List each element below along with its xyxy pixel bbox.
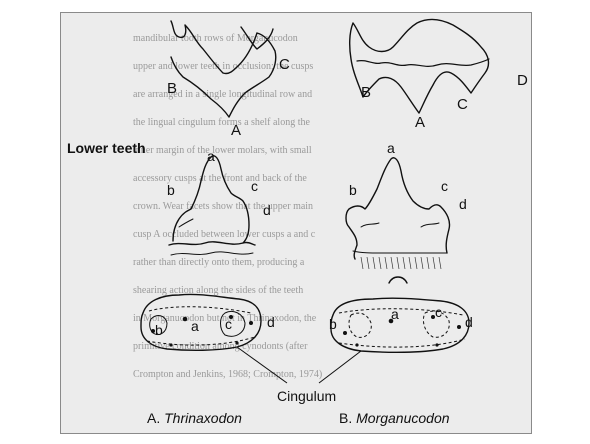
cusp-label-lower-b-thrinaxodon: b bbox=[167, 182, 175, 198]
background-text-line: the lingual cingulum forms a shelf along… bbox=[133, 117, 310, 128]
occlusal-label-b-morganucodon: b bbox=[329, 316, 337, 332]
occlusal-label-c-thrinaxodon: c bbox=[225, 316, 232, 332]
cusp-label-lower-a-thrinaxodon: a bbox=[207, 148, 215, 164]
thrinaxodon-lower-root-line bbox=[169, 242, 255, 245]
background-text-line: shearing action along the sides of the t… bbox=[133, 285, 303, 296]
occlusal-label-c-morganucodon: c bbox=[435, 304, 442, 320]
cingulum-label: Cingulum bbox=[277, 388, 336, 404]
cusp-label-lower-d-thrinaxodon: d bbox=[263, 202, 271, 218]
occlusal-label-d-morganucodon: d bbox=[465, 314, 473, 330]
background-text-line: accessory cusps at the front and back of… bbox=[133, 173, 307, 184]
cusp-label-upper-a-thrinaxodon: A bbox=[231, 122, 241, 139]
cusp-label-lower-d-morganucodon: d bbox=[459, 196, 467, 212]
background-text-line: cusp A occluded between lower cusps a an… bbox=[133, 229, 316, 240]
cusp-label-upper-d-morganucodon: D bbox=[517, 72, 528, 89]
cusp-label-upper-b-morganucodon: B bbox=[361, 84, 371, 101]
lower-teeth-heading: Lower teeth bbox=[67, 140, 146, 156]
cusp-label-upper-c-thrinaxodon: C bbox=[279, 56, 290, 73]
morganucodon-lower-root-bulb bbox=[389, 277, 407, 283]
background-text-line: are arranged in a single longitudinal ro… bbox=[133, 89, 312, 100]
background-text-line: Crompton and Jenkins, 1968; Crompton, 19… bbox=[133, 369, 322, 380]
tooth-diagram: mandibular tooth rows of Morganucodonupp… bbox=[61, 13, 531, 433]
background-text-line: rather than directly onto them, producin… bbox=[133, 257, 305, 268]
background-text-line: crown. Wear facets show that the upper m… bbox=[133, 201, 313, 212]
morganucodon-lower-cingulum-fringe bbox=[353, 251, 447, 253]
cusp-label-upper-c-morganucodon: C bbox=[457, 96, 468, 113]
thrinaxodon-lower-cingulum-line bbox=[179, 219, 193, 227]
caption-morganucodon: B. Morganucodon bbox=[339, 410, 450, 426]
thrinaxodon-lower-root-base bbox=[171, 252, 253, 255]
morganucodon-lower-crown-wear bbox=[361, 223, 439, 227]
cusp-label-upper-a-morganucodon: A bbox=[415, 114, 425, 131]
cusp-label-lower-a-morganucodon: a bbox=[387, 140, 395, 156]
cusp-label-lower-c-thrinaxodon: c bbox=[251, 178, 258, 194]
occlusal-label-b-thrinaxodon: b bbox=[155, 322, 163, 338]
cusp-label-lower-b-morganucodon: b bbox=[349, 182, 357, 198]
occlusal-label-a-thrinaxodon: a bbox=[191, 318, 199, 334]
background-text-line: inner margin of the lower molars, with s… bbox=[133, 145, 312, 156]
occlusal-label-d-thrinaxodon: d bbox=[267, 314, 275, 330]
morganucodon-upper-crown-margin bbox=[357, 59, 489, 66]
morganucodon-lower-tooth-outline bbox=[346, 158, 450, 259]
cusp-label-upper-b-thrinaxodon: B bbox=[167, 80, 177, 97]
caption-thrinaxodon: A. Thrinaxodon bbox=[147, 410, 242, 426]
occlusal-label-a-morganucodon: a bbox=[391, 306, 399, 322]
background-text-line: mandibular tooth rows of Morganucodon bbox=[133, 33, 298, 44]
morganucodon-lower-root-hatching bbox=[361, 257, 441, 269]
cusp-label-lower-c-morganucodon: c bbox=[441, 178, 448, 194]
